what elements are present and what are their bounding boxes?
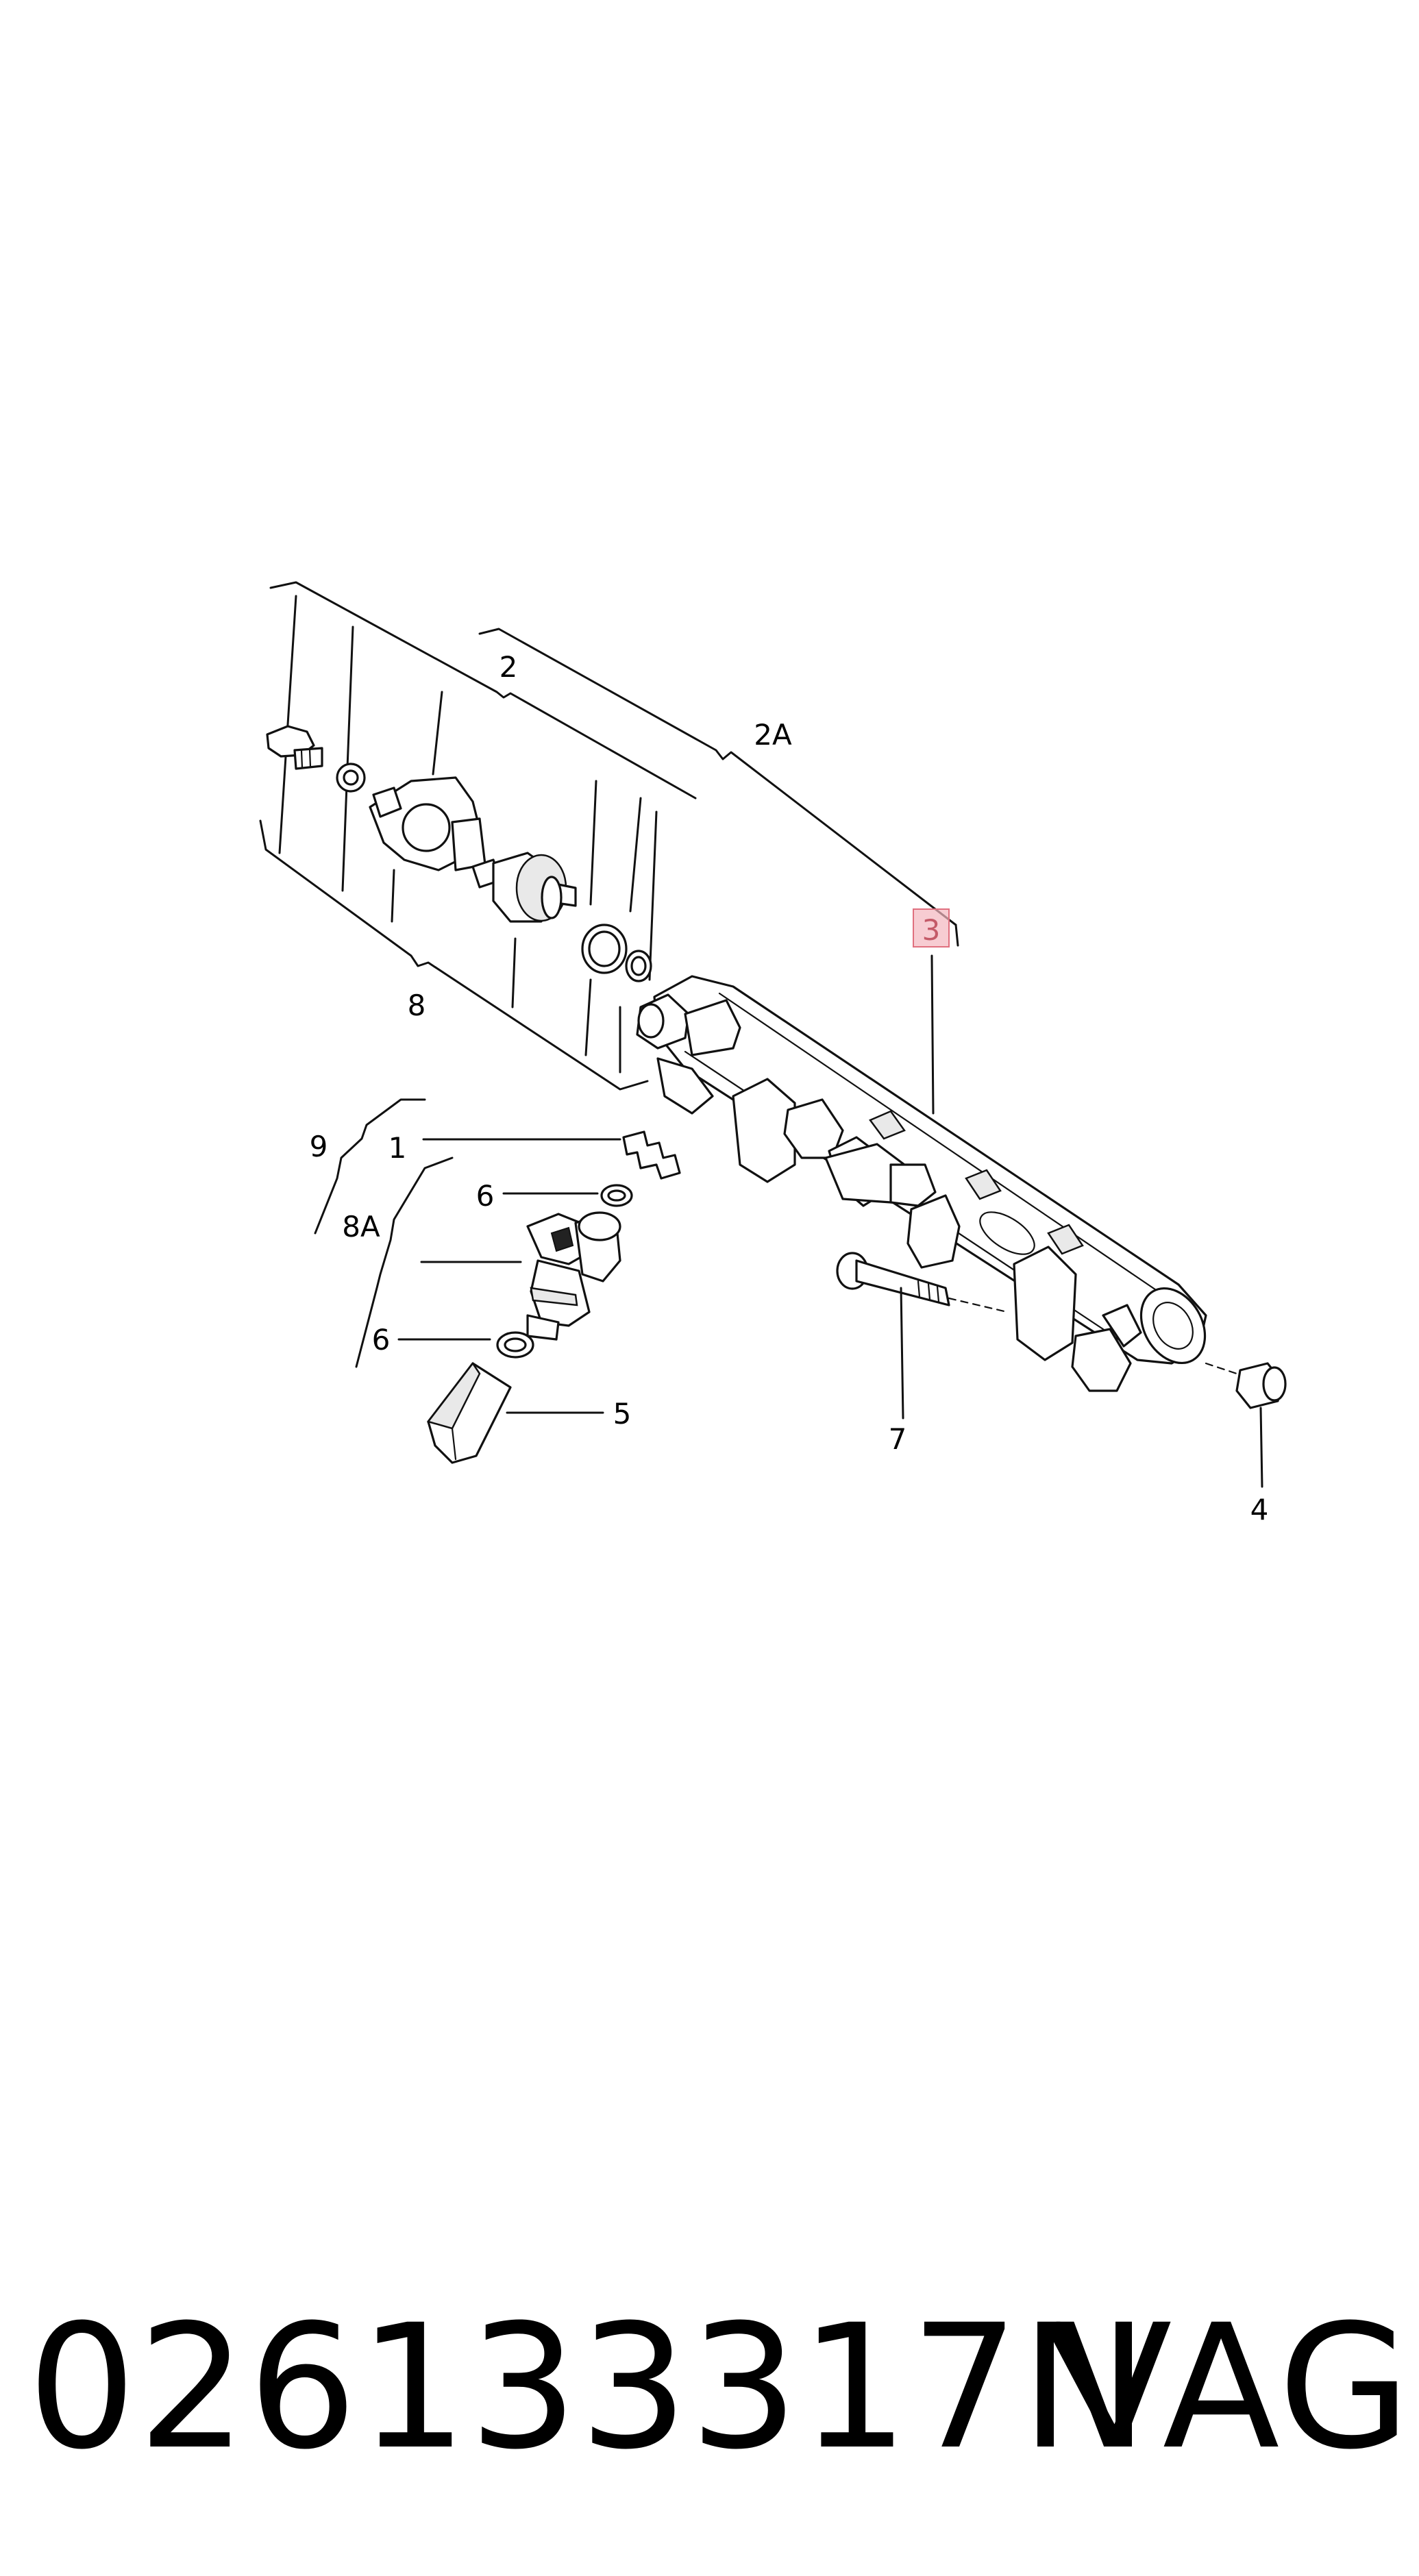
bracket-8a xyxy=(355,1156,454,1368)
callout-6-top: 6 xyxy=(476,1179,495,1213)
pressure-regulator xyxy=(471,852,577,923)
footer: 026133317N VAG xyxy=(0,2285,1419,2490)
brand-label: VAG xyxy=(1054,2288,1412,2487)
callout-3: 3 xyxy=(922,913,941,947)
o-ring-medium xyxy=(625,950,652,982)
highlight-box-3 xyxy=(913,908,950,948)
fuel-rail xyxy=(636,975,1207,1392)
spacer-part xyxy=(1205,1362,1287,1409)
clip-part xyxy=(622,1130,681,1180)
pressure-regulator-bracket xyxy=(369,776,486,871)
callout-2: 2 xyxy=(499,650,518,684)
bolt-part xyxy=(836,1252,1009,1313)
o-ring-bottom xyxy=(496,1331,534,1359)
leader-4 xyxy=(1259,1407,1263,1488)
leader-3 xyxy=(930,954,935,1115)
bracket-9 xyxy=(314,1098,426,1235)
callout-6-bottom: 6 xyxy=(372,1323,391,1357)
callout-9: 9 xyxy=(310,1130,328,1163)
callout-7: 7 xyxy=(889,1422,907,1456)
callout-4: 4 xyxy=(1250,1493,1269,1526)
callout-labels: 2 2A 3 8 9 1 6 8A 6 5 7 4 xyxy=(310,650,1269,1526)
part-number: 026133317N xyxy=(27,2288,1150,2487)
callout-1: 1 xyxy=(388,1131,407,1165)
group-brackets xyxy=(259,581,959,1091)
injector-part xyxy=(526,1211,621,1341)
callout-2a: 2A xyxy=(754,718,792,752)
seal-washer-small xyxy=(336,763,366,793)
callout-8a: 8A xyxy=(342,1210,380,1243)
screw-part xyxy=(266,725,323,770)
o-ring-large xyxy=(581,924,628,974)
callout-5: 5 xyxy=(613,1397,632,1431)
sleeve-part xyxy=(426,1361,512,1464)
callout-8: 8 xyxy=(408,989,426,1022)
leader-7 xyxy=(900,1287,904,1420)
o-ring-top xyxy=(600,1184,633,1207)
